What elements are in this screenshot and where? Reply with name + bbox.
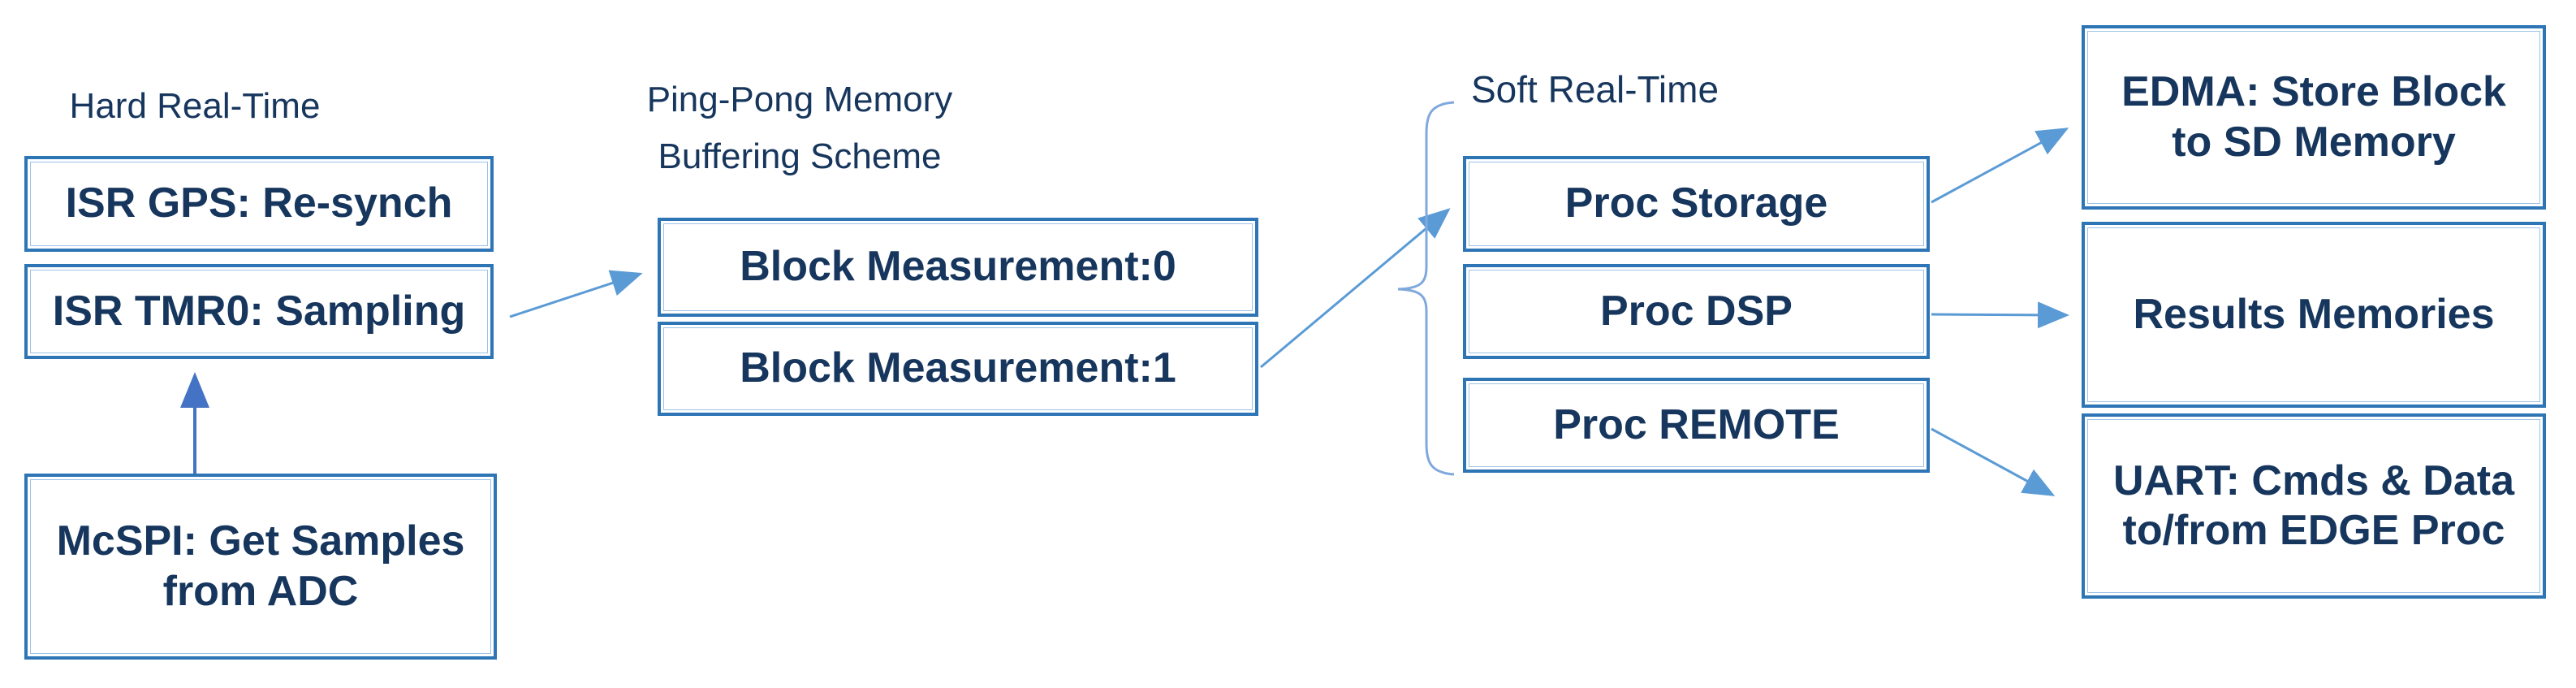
isr-gps-node: ISR GPS: Re-synch	[24, 156, 494, 252]
ping-pong-memory-label-line2: Buffering Scheme	[658, 136, 942, 177]
proc-remote-node: Proc REMOTE	[1463, 378, 1930, 473]
results-memories-node: Results Memories	[2082, 222, 2546, 408]
ping-pong-memory-label: Ping-Pong Memory Buffering Scheme	[556, 71, 1043, 186]
mcspi-node: McSPI: Get Samples from ADC	[24, 474, 497, 660]
hard-real-time-label: Hard Real-Time	[69, 86, 321, 126]
proc-storage-node: Proc Storage	[1463, 156, 1930, 252]
block-measurement-1-node: Block Measurement:1	[658, 322, 1258, 416]
ping-pong-memory-label-line1: Ping-Pong Memory	[646, 80, 953, 119]
soft-real-time-label: Soft Real-Time	[1471, 68, 1719, 110]
arrow-proc-storage-to-edma	[1931, 128, 2069, 204]
arrow-proc-remote-to-uart	[1931, 427, 2056, 496]
arrow-block-measurement-1-to-proc-storage	[1260, 208, 1451, 369]
arrow-isr-tmr0-to-block-measurement-0	[509, 270, 643, 318]
block-measurement-0-node: Block Measurement:0	[658, 218, 1258, 317]
proc-dsp-node: Proc DSP	[1463, 264, 1930, 359]
isr-tmr0-node: ISR TMR0: Sampling	[24, 264, 494, 359]
edma-store-block-node: EDMA: Store Block to SD Memory	[2082, 25, 2546, 210]
uart-cmds-data-node: UART: Cmds & Data to/from EDGE Proc	[2082, 413, 2546, 599]
soft-real-time-group-brace	[1397, 101, 1455, 476]
arrow-proc-dsp-to-results-memories	[1931, 301, 2069, 329]
